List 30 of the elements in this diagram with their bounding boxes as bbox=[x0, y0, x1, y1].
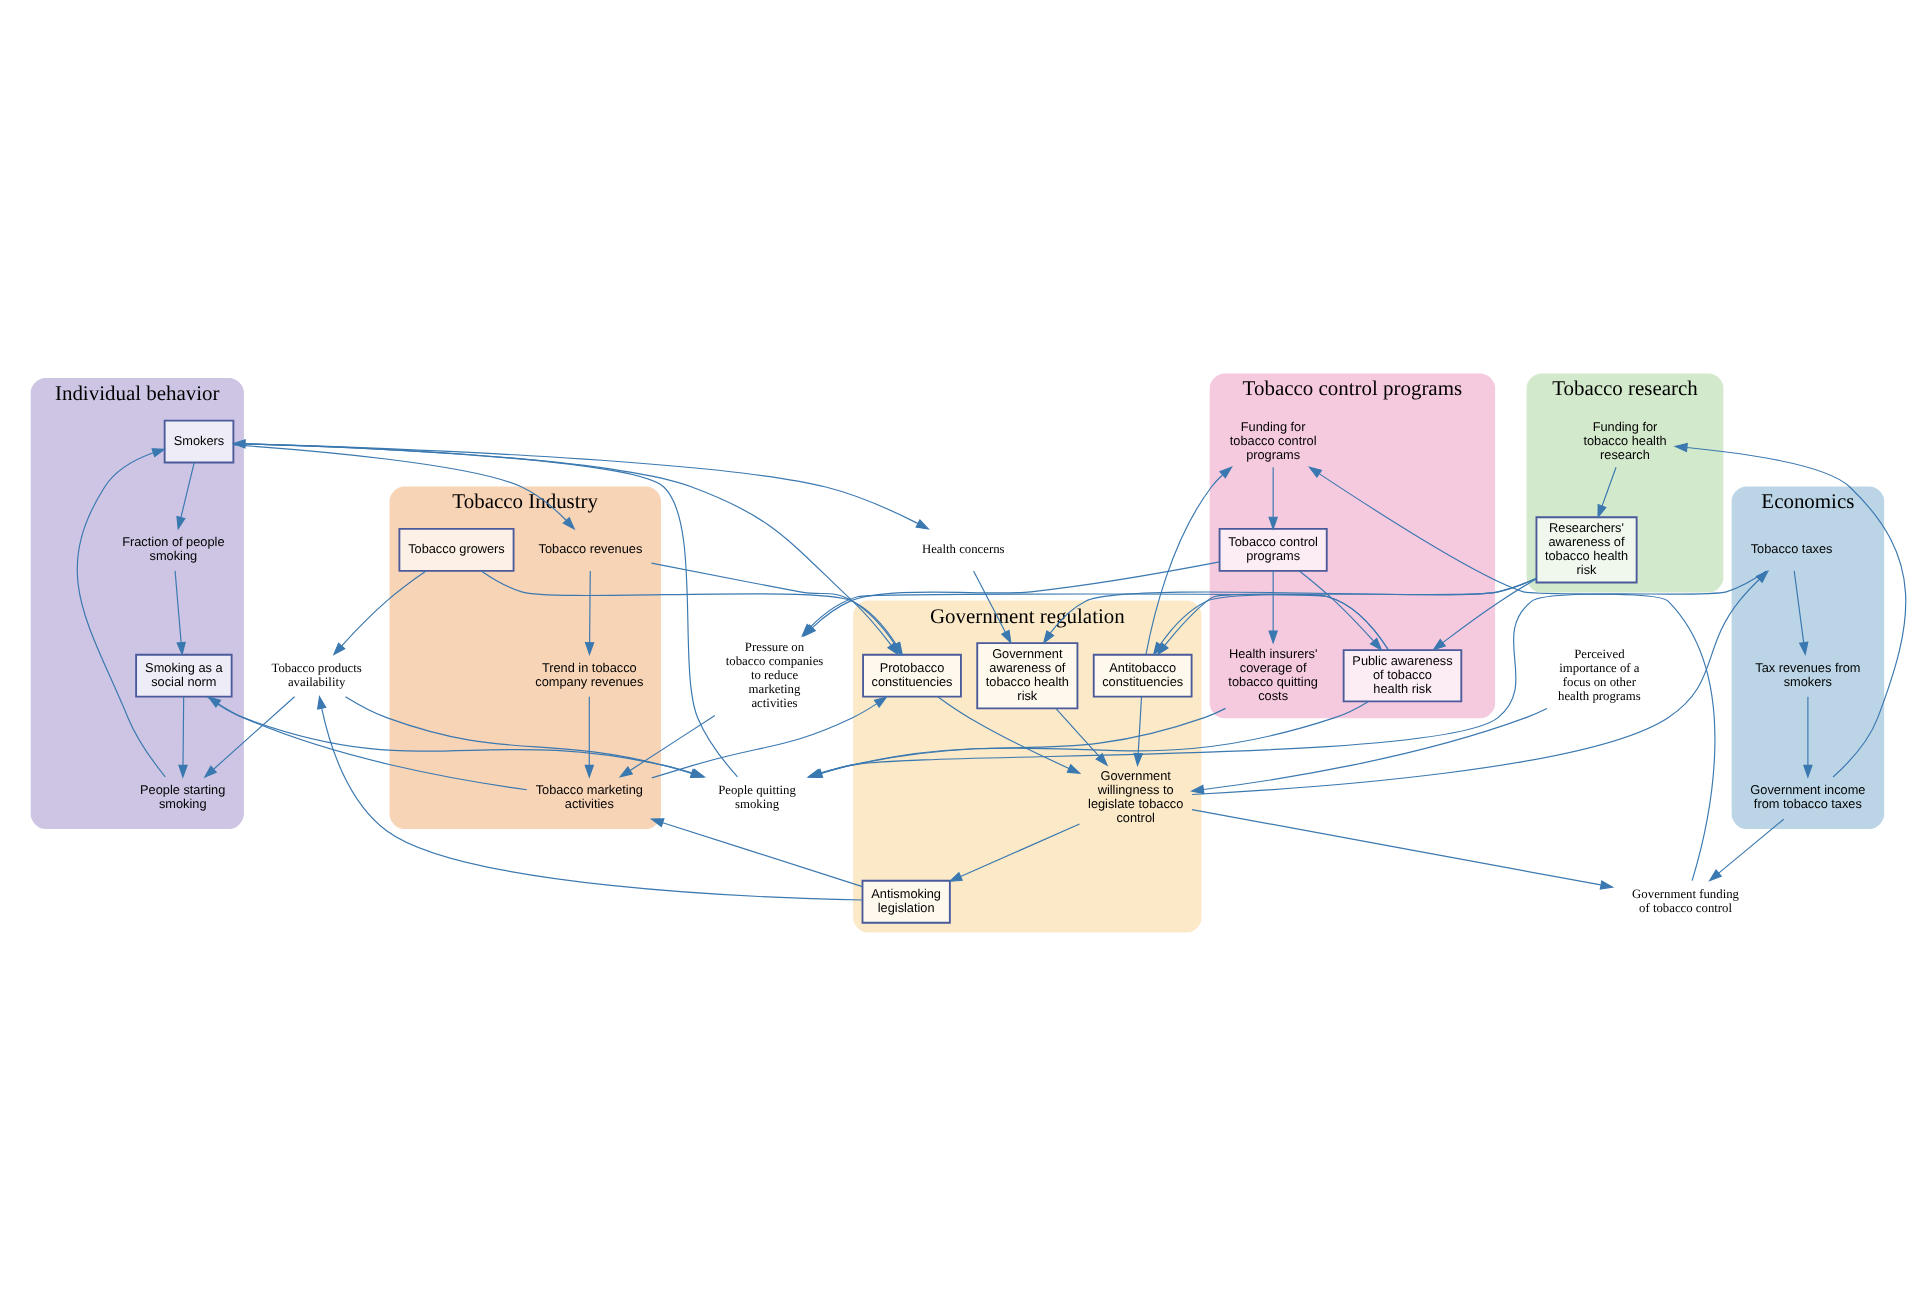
arrow bbox=[233, 444, 576, 531]
arrow bbox=[174, 570, 186, 657]
arrow bbox=[207, 695, 528, 791]
arrow bbox=[937, 696, 1082, 774]
arrow bbox=[948, 823, 1081, 882]
arrow bbox=[1268, 570, 1279, 645]
arrow bbox=[1133, 696, 1144, 768]
arrow bbox=[972, 570, 1012, 645]
arrow bbox=[1042, 577, 1537, 645]
arrow bbox=[1055, 707, 1109, 767]
arrow bbox=[1803, 696, 1813, 779]
arrow bbox=[178, 696, 188, 779]
arrow bbox=[332, 570, 427, 656]
arrow bbox=[1298, 570, 1383, 652]
arrow bbox=[203, 696, 296, 779]
arrow bbox=[176, 462, 195, 531]
arrow bbox=[1191, 809, 1615, 890]
arrow bbox=[584, 696, 595, 779]
arrow bbox=[317, 694, 863, 901]
arrow bbox=[1308, 466, 1716, 882]
arrow bbox=[1190, 707, 1548, 795]
arrow bbox=[584, 570, 595, 657]
arrow bbox=[649, 818, 863, 888]
arrow bbox=[1268, 466, 1279, 531]
arrow bbox=[76, 448, 167, 778]
arrow bbox=[1432, 578, 1537, 651]
arrow bbox=[1793, 570, 1809, 657]
arrow bbox=[1597, 466, 1617, 519]
arrow bbox=[233, 443, 930, 530]
arrow bbox=[1673, 442, 1907, 778]
